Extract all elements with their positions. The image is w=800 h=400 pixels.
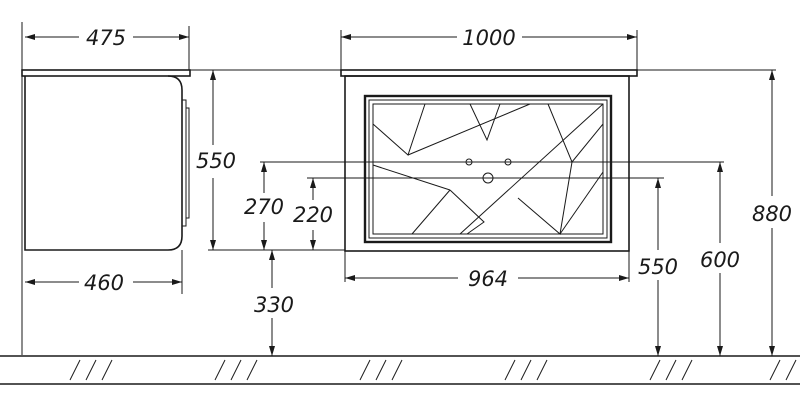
floor-hatch-stroke <box>681 359 693 381</box>
dim-label-270: 270 <box>244 195 284 219</box>
dimension-height-550: 550 <box>638 178 678 356</box>
floor-hatch-stroke <box>536 359 548 381</box>
floor-hatch-stroke <box>665 359 677 381</box>
floor-hatch-stroke <box>359 359 371 381</box>
floor-hatch-stroke <box>375 359 387 381</box>
dim-label-460: 460 <box>84 271 124 295</box>
dimension-side-depth-bottom: 460 <box>25 250 183 295</box>
floor-hatch-stroke <box>520 359 532 381</box>
floor-hatch-stroke <box>69 359 81 381</box>
dimension-drain-220: 220 <box>293 178 333 250</box>
floor-hatch-stroke <box>504 359 516 381</box>
floor-hatch-stroke <box>391 359 403 381</box>
dim-label-550-right: 550 <box>638 255 678 279</box>
dim-label-1000: 1000 <box>462 26 515 50</box>
dim-label-600: 600 <box>700 248 740 272</box>
dim-label-475: 475 <box>86 26 126 50</box>
dimension-height-880: 880 <box>752 70 792 356</box>
floor-line <box>0 355 800 385</box>
dimension-front-width-top: 1000 <box>340 26 638 70</box>
side-view <box>21 22 191 355</box>
floor-hatch-stroke <box>649 359 661 381</box>
floor-hatching <box>69 359 797 381</box>
floor-hatch-stroke <box>230 359 242 381</box>
floor-hatch-stroke <box>85 359 97 381</box>
floor-hatch-stroke <box>769 359 781 381</box>
dimension-drain-270: 270 <box>244 162 284 250</box>
floor-hatch-stroke <box>246 359 258 381</box>
dimension-height-600: 600 <box>700 162 740 356</box>
door-glass-pattern <box>372 103 604 235</box>
dim-label-964: 964 <box>468 267 508 291</box>
dim-label-880: 880 <box>752 202 792 226</box>
dimension-cabinet-height: 550 <box>196 70 236 250</box>
floor-hatch-stroke <box>214 359 226 381</box>
dimension-side-depth-top: 475 <box>25 26 190 70</box>
front-view <box>340 69 638 252</box>
dim-label-220: 220 <box>293 203 333 227</box>
floor-hatch-stroke <box>101 359 113 381</box>
floor-hatch-stroke <box>785 359 797 381</box>
dim-label-550-left: 550 <box>196 149 236 173</box>
dimension-floor-clearance: 330 <box>254 250 294 356</box>
dimension-front-width-inner: 964 <box>344 251 630 291</box>
dim-label-330: 330 <box>254 293 294 317</box>
extension-lines <box>190 69 776 251</box>
